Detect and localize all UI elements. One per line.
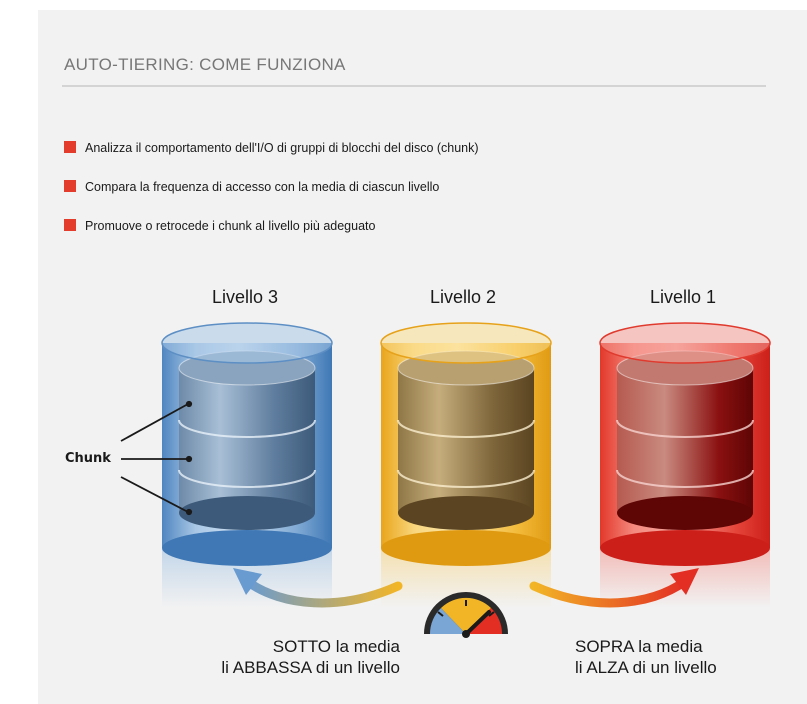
- chunk-label: Chunk: [65, 451, 111, 466]
- bullet-text-3: Promuove o retrocede i chunk al livello …: [85, 219, 376, 233]
- cylinder-level-3: [161, 322, 333, 608]
- bullet-text-2: Compara la frequenza di accesso con la m…: [85, 180, 440, 194]
- bullet-item-1: Analizza il comportamento dell'I/O di gr…: [64, 141, 479, 155]
- above-caption-line-1: SOPRA la media: [575, 637, 703, 656]
- above-average-caption: SOPRA la media li ALZA di un livello: [575, 636, 795, 678]
- chunk-stack-level-2: [397, 350, 535, 530]
- demote-arrow: [233, 568, 403, 608]
- red-square-icon: [64, 180, 76, 192]
- speed-gauge-icon: [424, 592, 508, 638]
- above-caption-line-2: li ALZA di un livello: [575, 658, 717, 677]
- below-average-caption: SOTTO la media li ABBASSA di un livello: [140, 636, 400, 678]
- tier-label-1: Livello 1: [649, 287, 717, 307]
- red-square-icon: [64, 141, 76, 153]
- chunk-pointer-lines: [120, 400, 193, 516]
- bullet-item-3: Promuove o retrocede i chunk al livello …: [64, 219, 375, 233]
- page-title: AUTO-TIERING: COME FUNZIONA: [64, 55, 346, 74]
- below-caption-line-1: SOTTO la media: [272, 637, 400, 656]
- bullet-text-1: Analizza il comportamento dell'I/O di gr…: [85, 141, 479, 155]
- cylinder-level-2: [380, 322, 552, 608]
- tier-label-3: Livello 3: [211, 287, 279, 307]
- chunk-stack-level-1: [616, 350, 754, 530]
- red-square-icon: [64, 219, 76, 231]
- tier-label-2: Livello 2: [429, 287, 497, 307]
- chunk-stack-level-3: [178, 350, 316, 530]
- cylinder-level-1: [599, 322, 771, 608]
- below-caption-line-2: li ABBASSA di un livello: [221, 658, 400, 677]
- bullet-item-2: Compara la frequenza di accesso con la m…: [64, 180, 439, 194]
- promote-arrow: [529, 568, 699, 608]
- title-divider: [62, 85, 766, 87]
